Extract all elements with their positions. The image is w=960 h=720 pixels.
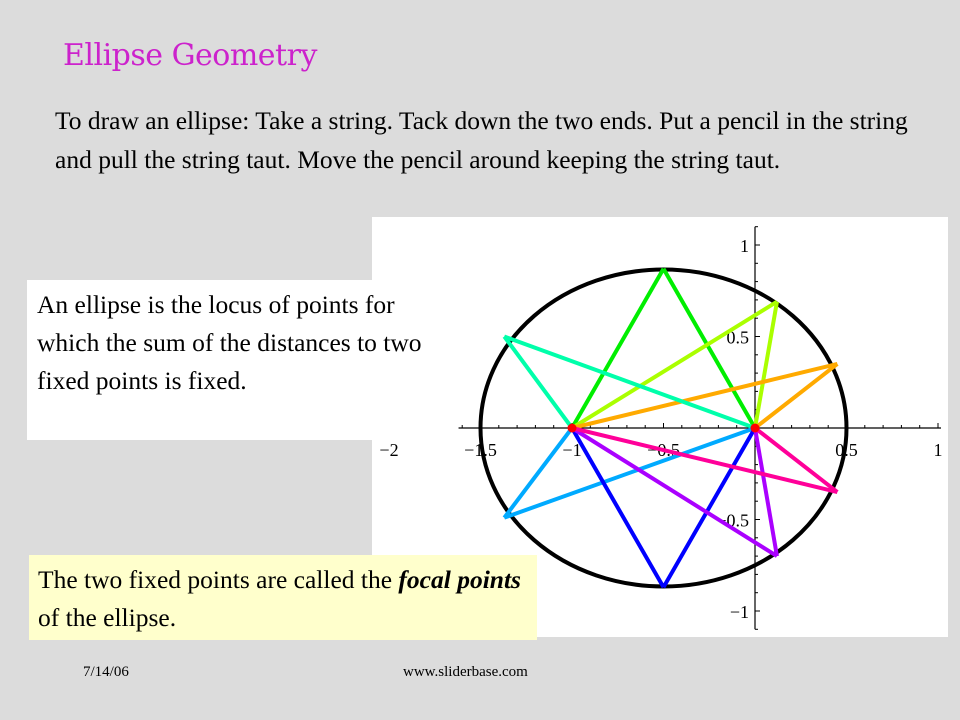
string-segment bbox=[571, 362, 838, 430]
string-segment bbox=[502, 335, 574, 430]
string-segment bbox=[753, 362, 839, 430]
y-tick-label: 1 bbox=[740, 236, 749, 256]
x-tick-label: 1 bbox=[934, 440, 943, 460]
intro-paragraph: To draw an ellipse: Take a string. Tack … bbox=[55, 106, 908, 174]
string-segment bbox=[661, 267, 757, 429]
string-segment bbox=[503, 426, 756, 520]
focal-points-box: The two fixed points are called the foca… bbox=[29, 555, 537, 640]
string-segment bbox=[570, 267, 666, 429]
footer-url[interactable]: www.sliderbase.com bbox=[403, 664, 528, 680]
string-segment bbox=[753, 427, 779, 557]
string-segment bbox=[502, 426, 574, 519]
x-tick-label: −2 bbox=[379, 440, 398, 460]
focal-prefix: The two fixed points are called the bbox=[38, 565, 399, 594]
slide-title: Ellipse Geometry bbox=[63, 38, 317, 73]
string-segment bbox=[571, 426, 838, 494]
y-tick-label: −1 bbox=[730, 602, 749, 622]
string-segment bbox=[570, 300, 779, 430]
focus-point bbox=[750, 423, 760, 433]
locus-definition-box: An ellipse is the locus of points for wh… bbox=[27, 280, 445, 440]
string-segment bbox=[570, 427, 666, 589]
string-segment bbox=[753, 426, 839, 494]
string-segment bbox=[570, 426, 779, 558]
focal-suffix: of the ellipse. bbox=[38, 603, 177, 632]
footer-date: 7/14/06 bbox=[83, 664, 129, 680]
focus-point bbox=[567, 423, 577, 433]
string-segment bbox=[503, 334, 756, 430]
x-tick-label: −1 bbox=[562, 440, 581, 460]
string-segment bbox=[753, 301, 779, 429]
y-tick-label: 0.5 bbox=[727, 328, 750, 348]
string-segment bbox=[661, 427, 757, 589]
focal-term: focal points bbox=[398, 565, 521, 594]
